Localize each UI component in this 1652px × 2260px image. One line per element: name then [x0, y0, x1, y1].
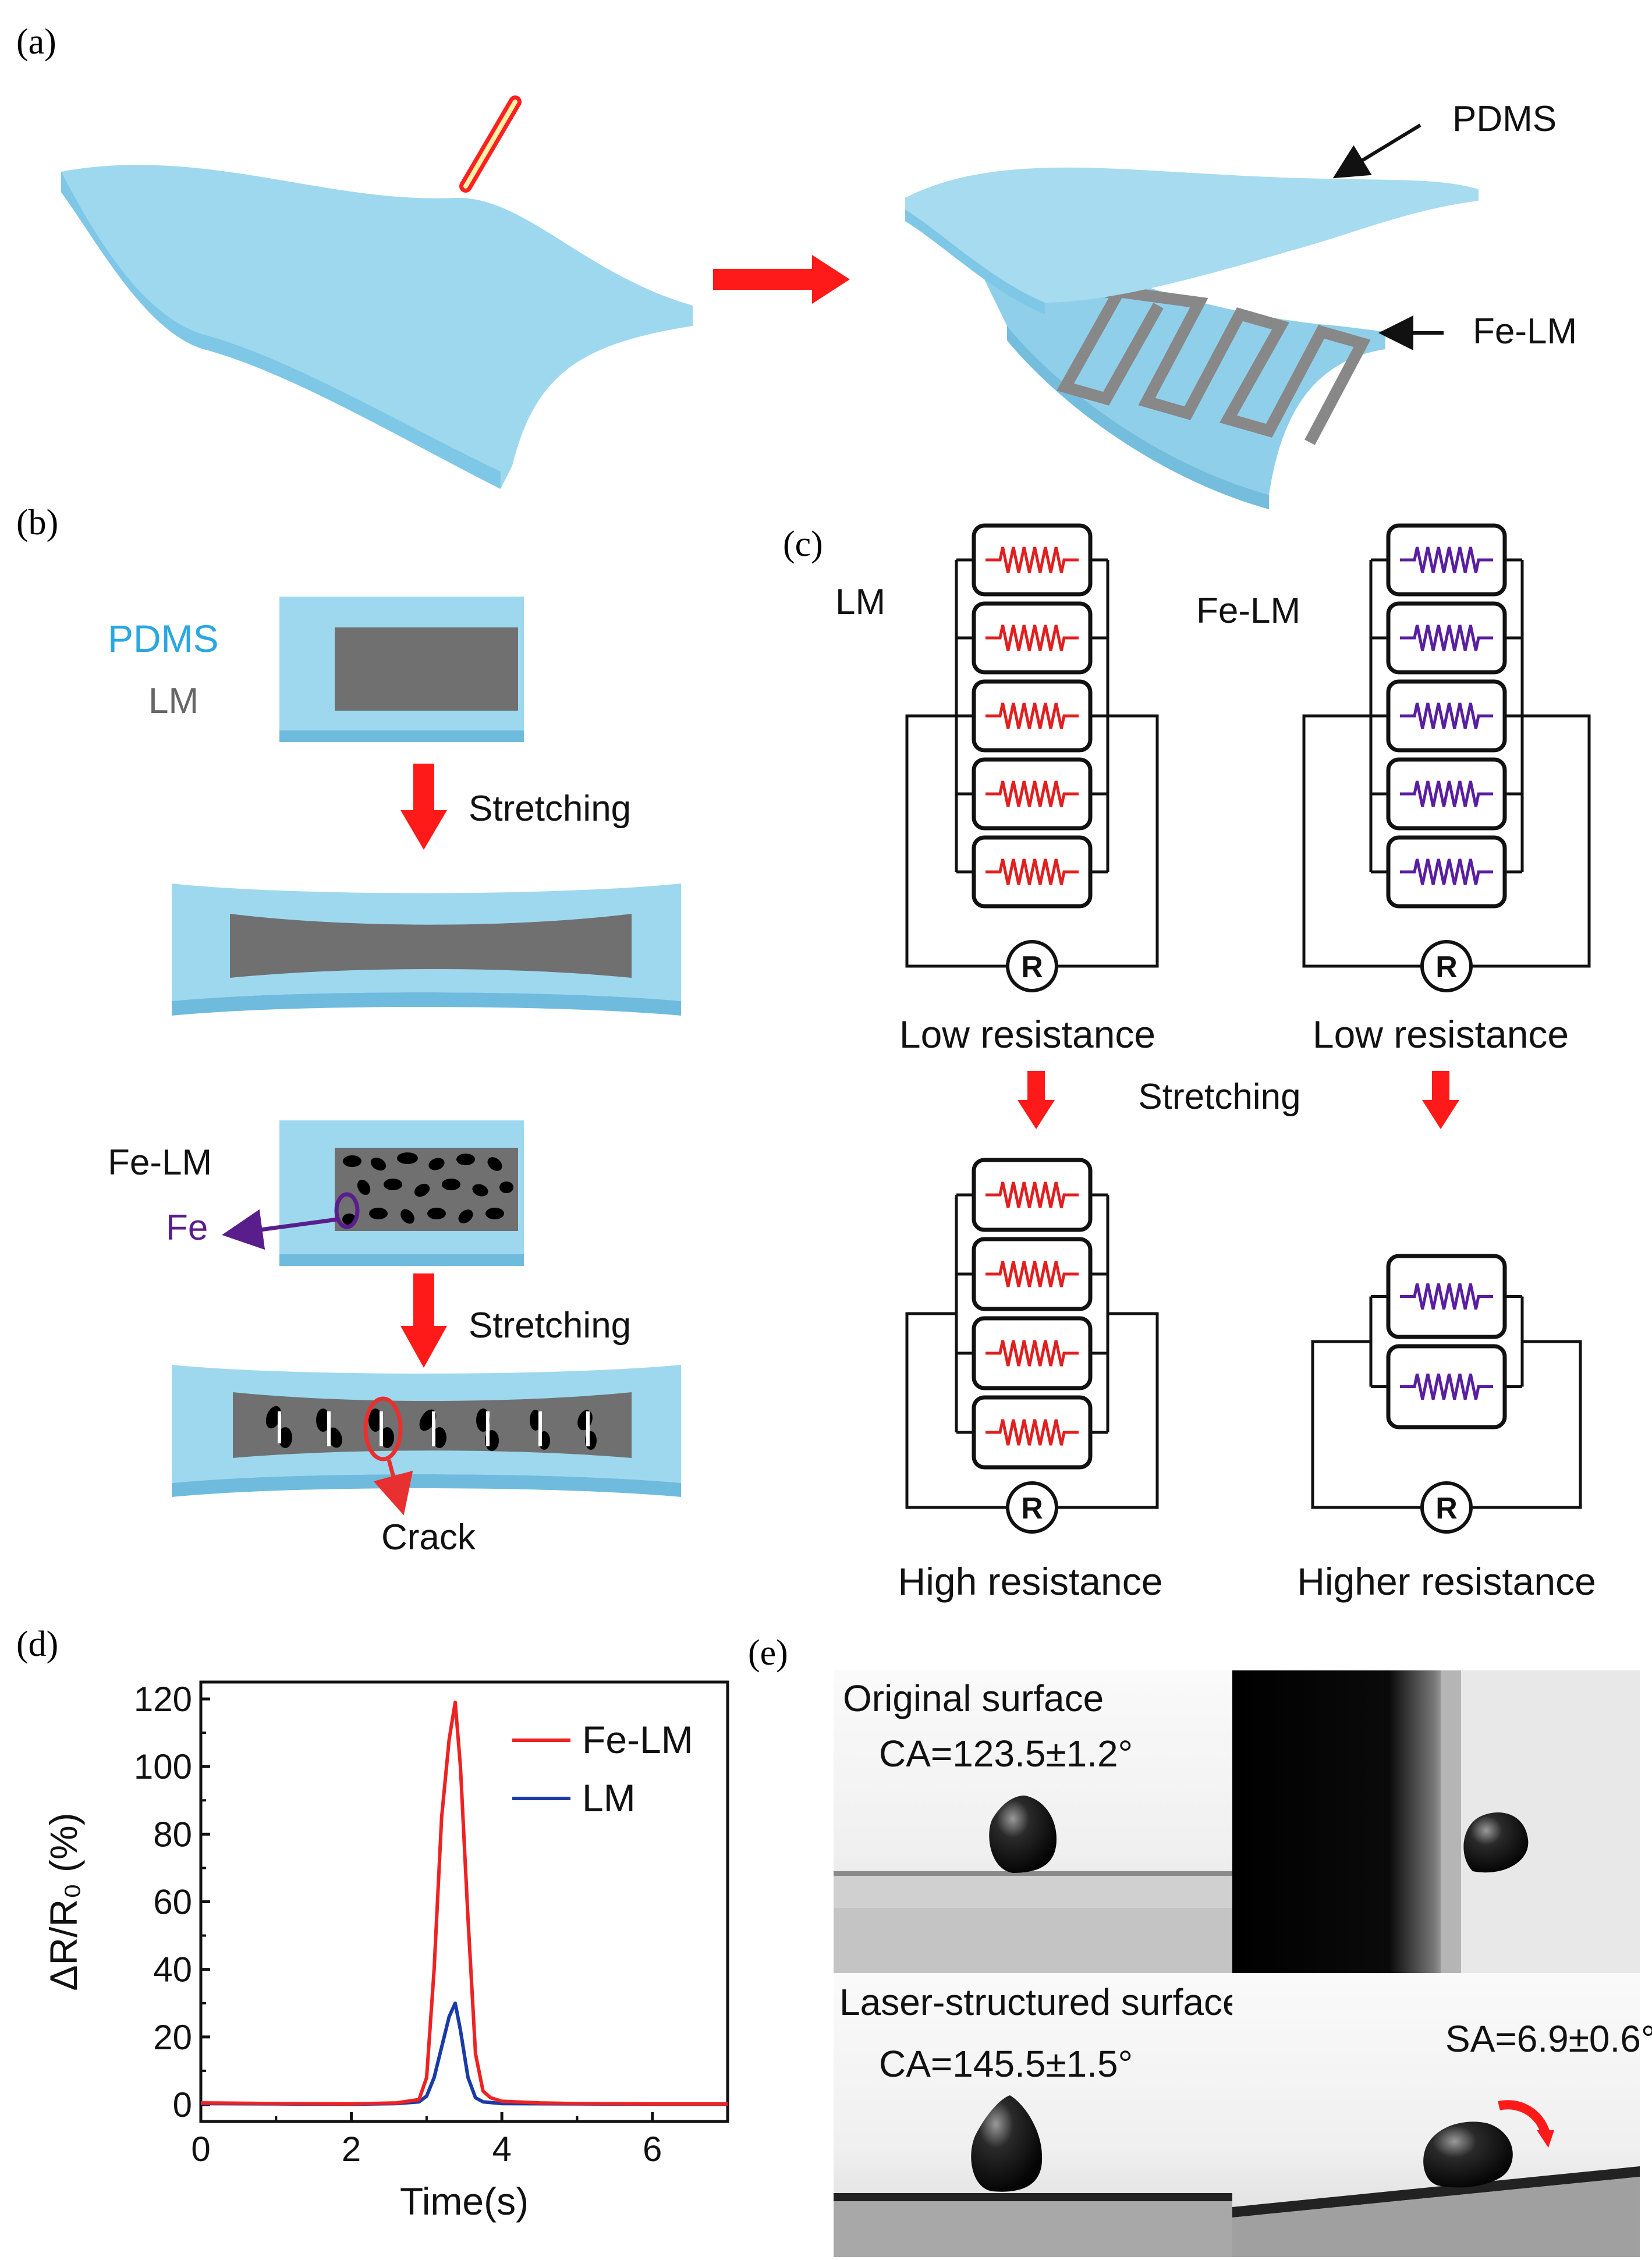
- label-laser: Laser-structured surface: [839, 1981, 1243, 2023]
- label-stretching-1: Stretching: [469, 789, 631, 829]
- panel-a-letter: (a): [16, 22, 56, 62]
- right-device: [905, 167, 1479, 509]
- circuit-felm-low: R: [1302, 523, 1591, 992]
- label-high-res: High resistance: [898, 1560, 1163, 1603]
- y-tick-label: 100: [134, 1747, 192, 1786]
- series-line-fe-lm: [200, 1700, 728, 2106]
- slide-arrow: [1498, 2100, 1550, 2135]
- x-axis-label: Time(s): [400, 2180, 529, 2223]
- label-fe-lm-c: Fe-LM: [1196, 591, 1300, 631]
- laser-pen: [459, 95, 522, 193]
- photo-original-tilted: [1232, 1670, 1640, 1973]
- stretch-arrow-2: [400, 1273, 447, 1368]
- label-lm-b: LM: [148, 681, 198, 721]
- y-tick-label: 40: [153, 1950, 192, 1989]
- label-low-res-felm: Low resistance: [1313, 1013, 1569, 1056]
- block-felm-unstretched: [279, 1120, 524, 1266]
- y-tick-label: 60: [153, 1883, 192, 1922]
- y-tick-label: 0: [173, 2085, 192, 2124]
- legend-label: Fe-LM: [582, 1718, 693, 1761]
- label-ca1: CA=123.5±1.2°: [879, 1733, 1133, 1775]
- photo-laser-ca: [834, 1973, 1232, 2258]
- label-fe-lm-b: Fe-LM: [108, 1143, 212, 1183]
- block-lm-stretched: [172, 884, 681, 1016]
- panel-b-letter: (b): [16, 503, 58, 542]
- panel-c: (c) LM Fe-LM Low resistance Low resistan…: [783, 523, 1596, 1603]
- label-pdms: PDMS: [1452, 99, 1557, 139]
- label-fe: Fe: [166, 1208, 208, 1248]
- photo-original-ca: [834, 1670, 1232, 1973]
- label-lm-c: LM: [835, 582, 885, 622]
- panel-a: (a) PD: [16, 22, 1577, 509]
- photo-laser-sliding: [1232, 1973, 1640, 2258]
- y-axis-label: ΔR/R₀ (%): [42, 1812, 85, 1991]
- label-crack: Crack: [381, 1517, 476, 1557]
- circuit-lm-low: R: [905, 523, 1159, 992]
- x-tick-label: 4: [492, 2130, 511, 2169]
- y-tick-label: 80: [153, 1815, 192, 1854]
- x-tick-label: 2: [342, 2130, 361, 2169]
- panel-c-letter: (c): [783, 524, 823, 564]
- label-low-res-lm: Low resistance: [899, 1013, 1155, 1056]
- meter-label: R: [1435, 1492, 1458, 1525]
- y-tick-label: 120: [134, 1680, 192, 1719]
- label-higher-res: Higher resistance: [1297, 1560, 1596, 1603]
- meter-circle: [1006, 940, 1058, 992]
- left-pdms-sheet: [61, 165, 693, 489]
- process-arrow: [713, 255, 850, 304]
- fe-pointer: [222, 1209, 338, 1250]
- droplet-1: [989, 1796, 1057, 1873]
- crack-pointer: [373, 1459, 413, 1516]
- label-pdms-b: PDMS: [108, 617, 219, 660]
- meter-circle: [1420, 940, 1473, 992]
- panel-b: (b) PDMS LM Stretching Fe-LM Fe: [16, 503, 681, 1557]
- stretch-arrow-c-left: [1018, 1071, 1055, 1129]
- meter-label: R: [1435, 950, 1458, 984]
- label-stretching-c: Stretching: [1138, 1077, 1300, 1117]
- y-tick-label: 20: [153, 2018, 192, 2057]
- meter-label: R: [1021, 950, 1043, 984]
- pdms-pointer: [1332, 123, 1421, 179]
- droplet-3: [971, 2095, 1043, 2192]
- circuit-felm-higher: R: [1311, 1254, 1582, 1534]
- label-stretching-2: Stretching: [469, 1305, 631, 1346]
- label-original: Original surface: [843, 1677, 1104, 1719]
- label-fe-lm: Fe-LM: [1473, 311, 1577, 352]
- x-tick-label: 0: [191, 2130, 210, 2169]
- label-sa: SA=6.9±0.6°: [1445, 2018, 1652, 2060]
- meter-label: R: [1021, 1492, 1043, 1525]
- series-line-lm: [200, 2001, 728, 2106]
- droplet-2: [1463, 1812, 1529, 1873]
- meter-circle: [1420, 1481, 1473, 1534]
- panel-d-letter: (d): [16, 1624, 58, 1664]
- x-tick-label: 6: [643, 2130, 662, 2169]
- panel-e: (e) Original surface CA=123.5±1.2° Laser…: [748, 1633, 1652, 2258]
- stretch-arrow-c-right: [1422, 1071, 1459, 1129]
- block-lm-unstretched: [279, 597, 524, 742]
- circuit-lm-high: R: [905, 1158, 1159, 1534]
- meter-circle: [1006, 1481, 1058, 1534]
- droplet-4: [1423, 2121, 1513, 2188]
- legend-label: LM: [582, 1776, 636, 1819]
- panel-e-letter: (e): [748, 1633, 788, 1673]
- block-felm-stretched: [172, 1365, 681, 1497]
- label-ca2: CA=145.5±1.5°: [879, 2043, 1133, 2085]
- stretch-arrow-1: [400, 764, 447, 850]
